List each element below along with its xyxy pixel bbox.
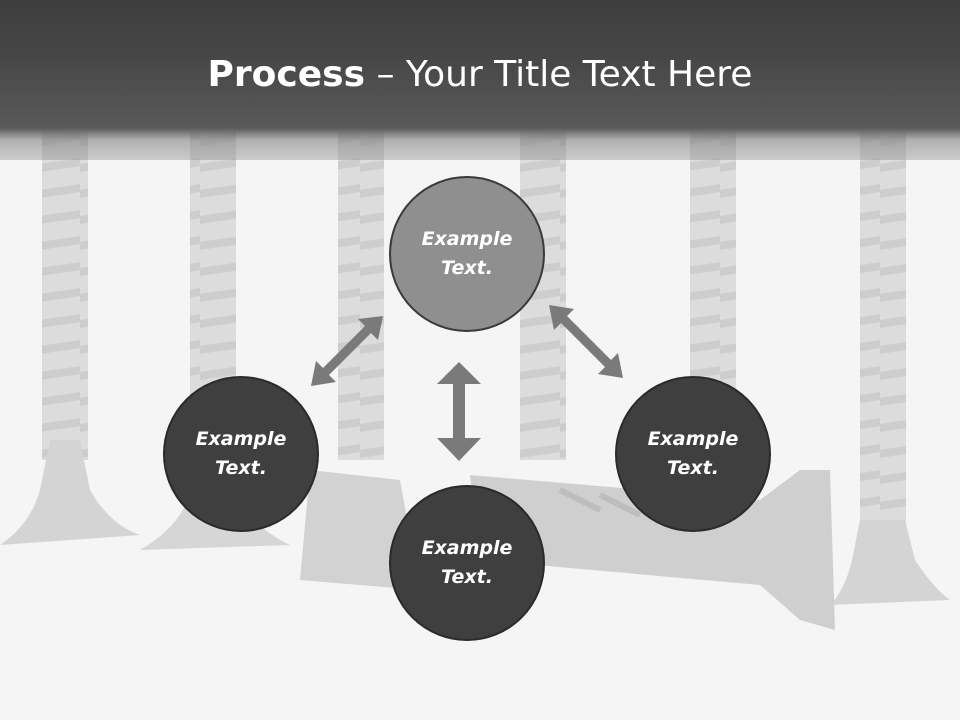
node-bottom-label: Example Text. [421,537,513,588]
node-left-label: Example Text. [195,428,287,479]
node-left: Example Text. [163,376,319,532]
header-bar [0,0,960,160]
arrow-vertical [437,362,481,461]
arrow-right-diagonal [549,305,623,378]
node-top: Example Text. [389,176,545,332]
page-title: Process – Your Title Text Here [0,52,960,98]
node-bottom: Example Text. [389,485,545,641]
title-rest: – Your Title Text Here [365,54,753,95]
node-top-label: Example Text. [421,228,513,279]
node-right-label: Example Text. [647,428,739,479]
arrow-left-diagonal [311,316,383,386]
node-right: Example Text. [615,376,771,532]
title-bold: Process [207,54,366,95]
